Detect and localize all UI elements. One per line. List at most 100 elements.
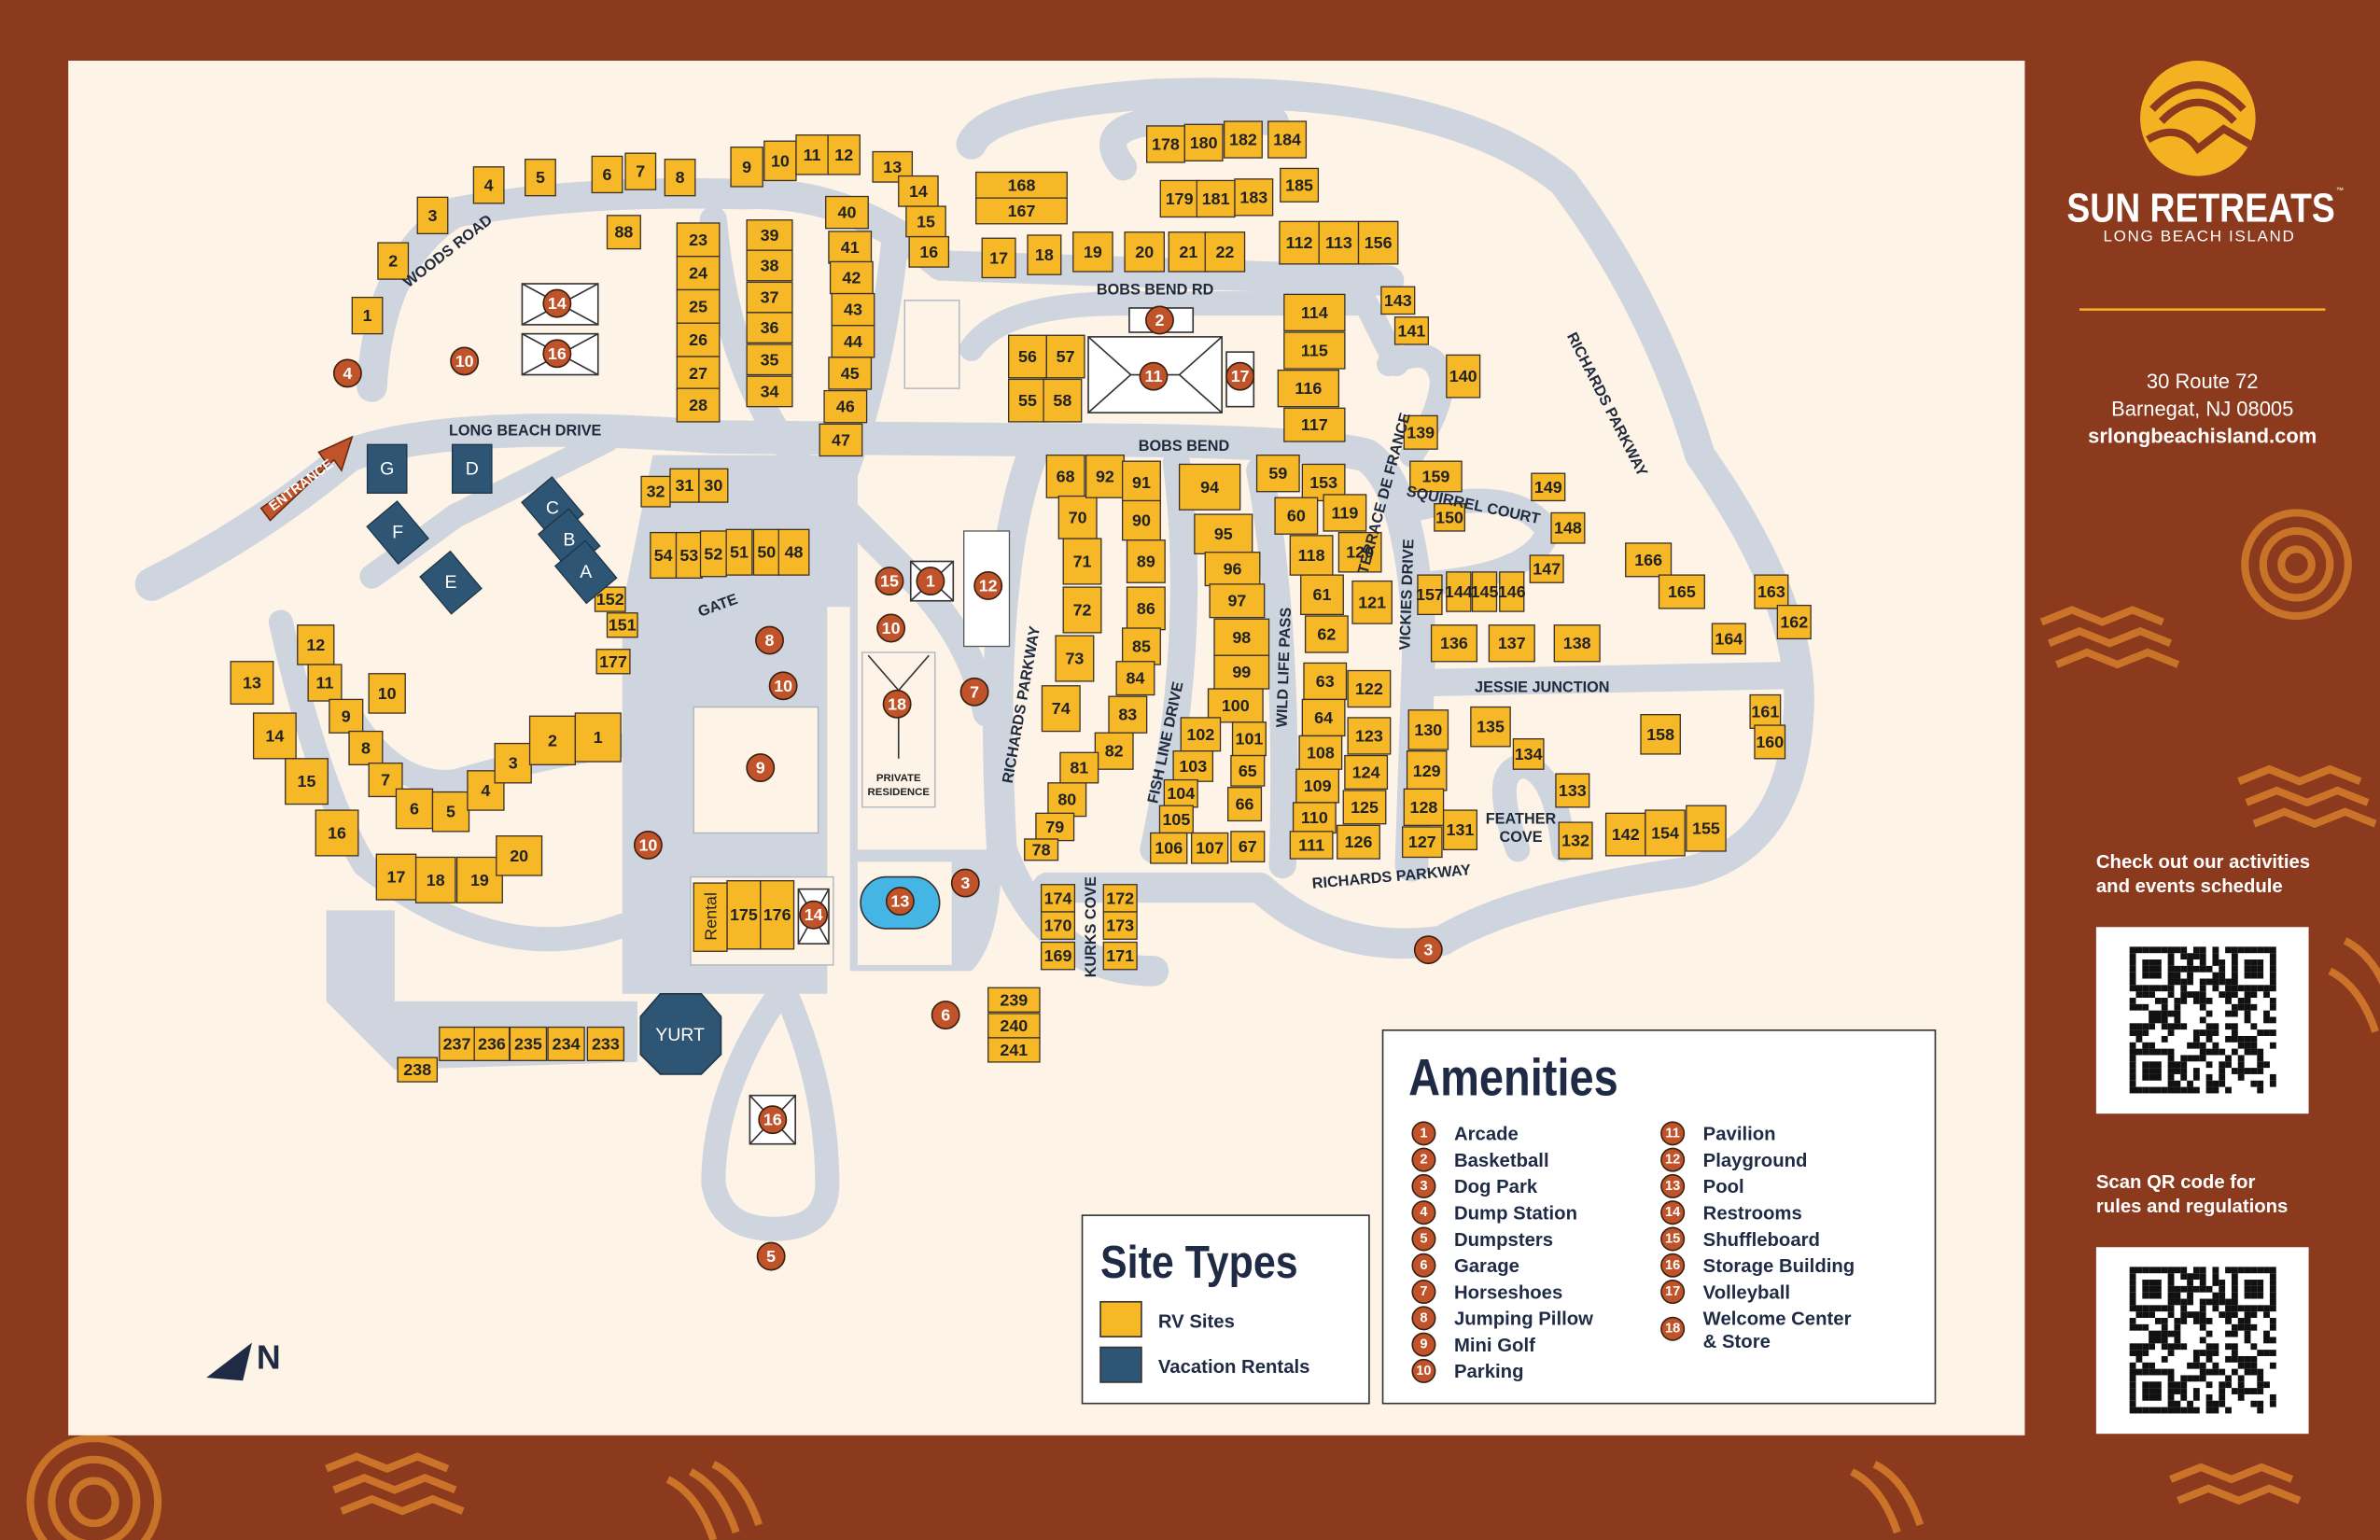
rv-site[interactable]: 20: [496, 835, 543, 876]
rv-site[interactable]: 138: [1553, 624, 1601, 663]
rv-site[interactable]: 158: [1640, 714, 1681, 755]
rv-site[interactable]: 63: [1303, 662, 1348, 701]
rv-site[interactable]: 125: [1342, 790, 1387, 825]
rv-site[interactable]: 12: [297, 624, 335, 665]
rv-site[interactable]: 86: [1126, 586, 1166, 631]
rv-site[interactable]: 156: [1357, 220, 1399, 265]
rv-site[interactable]: 135: [1470, 706, 1511, 748]
rv-site[interactable]: 141: [1393, 316, 1429, 345]
rv-site[interactable]: 55: [1008, 378, 1047, 423]
rv-site[interactable]: 111: [1289, 831, 1334, 860]
vacation-rental[interactable]: G: [366, 443, 408, 494]
rv-site[interactable]: 71: [1062, 538, 1102, 585]
rv-site[interactable]: 171: [1102, 941, 1138, 971]
rv-site[interactable]: 62: [1304, 615, 1349, 653]
rv-site[interactable]: 9: [329, 698, 364, 734]
rv-site[interactable]: 178: [1146, 125, 1185, 163]
rv-site[interactable]: 15: [285, 758, 329, 805]
rv-site[interactable]: 101: [1231, 721, 1267, 757]
rv-site[interactable]: 10: [763, 140, 797, 182]
rv-site[interactable]: 121: [1351, 580, 1393, 624]
amenity-marker[interactable]: 17: [1225, 361, 1255, 391]
vacation-rental[interactable]: E: [419, 550, 483, 615]
rv-site[interactable]: 17: [375, 853, 417, 901]
rv-site[interactable]: 168: [975, 171, 1068, 199]
rv-site[interactable]: 53: [675, 531, 703, 580]
rv-site[interactable]: 26: [676, 322, 721, 357]
rv-site[interactable]: 122: [1347, 669, 1392, 708]
rv-site[interactable]: 2: [377, 242, 410, 280]
rv-site[interactable]: 106: [1150, 832, 1188, 864]
rv-site[interactable]: 73: [1055, 635, 1095, 682]
rv-site[interactable]: 133: [1555, 773, 1590, 808]
rv-site[interactable]: 30: [698, 468, 729, 503]
rv-site[interactable]: 21: [1168, 231, 1210, 273]
rv-site[interactable]: 183: [1234, 178, 1274, 217]
vacation-rental[interactable]: F: [366, 500, 429, 566]
rv-site[interactable]: 40: [825, 195, 869, 230]
rv-site[interactable]: 3: [416, 196, 449, 234]
rv-site[interactable]: 83: [1108, 695, 1148, 734]
amenity-marker[interactable]: 14: [542, 288, 572, 318]
amenity-marker[interactable]: 7: [959, 677, 989, 707]
rv-site[interactable]: 96: [1204, 552, 1261, 587]
rv-site[interactable]: 37: [746, 281, 793, 314]
rv-site[interactable]: 35: [746, 343, 793, 376]
amenity-marker[interactable]: 5: [756, 1241, 786, 1271]
rv-site[interactable]: 124: [1344, 754, 1389, 790]
rv-site[interactable]: 148: [1550, 511, 1586, 544]
amenity-marker[interactable]: 4: [332, 358, 362, 388]
rv-site[interactable]: 1: [574, 712, 622, 763]
rv-site[interactable]: 100: [1207, 688, 1264, 723]
rv-site[interactable]: 120: [1337, 531, 1382, 573]
rv-site[interactable]: 97: [1209, 583, 1266, 619]
rv-site[interactable]: 163: [1754, 574, 1789, 609]
rv-site[interactable]: 6: [395, 788, 434, 830]
rv-site[interactable]: 234: [547, 1026, 585, 1061]
rv-site[interactable]: 176: [760, 880, 795, 950]
rv-site[interactable]: 129: [1406, 750, 1448, 791]
rv-site[interactable]: 127: [1402, 826, 1443, 859]
rv-site[interactable]: 61: [1300, 574, 1344, 616]
rv-site[interactable]: 107: [1190, 832, 1229, 864]
rv-site[interactable]: 27: [676, 356, 721, 391]
rv-site[interactable]: 81: [1059, 751, 1099, 784]
rv-site[interactable]: 5: [525, 159, 556, 197]
rv-site[interactable]: 104: [1163, 778, 1198, 808]
rv-site[interactable]: 134: [1512, 738, 1545, 770]
rv-site[interactable]: 99: [1213, 654, 1270, 690]
rv-site[interactable]: 51: [725, 528, 753, 576]
vacation-rental[interactable]: D: [451, 443, 493, 494]
rv-site[interactable]: 130: [1407, 709, 1449, 750]
rv-site[interactable]: 172: [1102, 884, 1138, 913]
rv-site[interactable]: 67: [1230, 831, 1266, 862]
rv-site[interactable]: 39: [746, 219, 793, 251]
rv-site[interactable]: 17: [981, 237, 1016, 279]
rv-site[interactable]: 92: [1085, 455, 1125, 498]
amenity-marker[interactable]: 14: [799, 900, 829, 930]
rv-site[interactable]: 11: [307, 664, 343, 702]
rv-site[interactable]: 79: [1035, 812, 1075, 842]
rv-site[interactable]: 8: [348, 730, 384, 765]
rv-site[interactable]: 123: [1347, 717, 1392, 755]
amenity-marker[interactable]: 18: [882, 689, 912, 719]
rv-site[interactable]: 13: [872, 150, 914, 183]
amenity-marker[interactable]: 15: [875, 567, 904, 596]
rv-site[interactable]: 84: [1115, 661, 1155, 696]
rv-site[interactable]: 160: [1754, 724, 1786, 760]
rv-site[interactable]: 166: [1625, 542, 1673, 578]
rv-site[interactable]: 110: [1292, 802, 1337, 834]
rv-site[interactable]: 165: [1658, 574, 1705, 609]
rv-site[interactable]: 54: [650, 531, 678, 580]
rv-site[interactable]: 31: [669, 468, 700, 503]
rv-site[interactable]: 103: [1172, 750, 1214, 782]
rv-site[interactable]: 240: [987, 1013, 1041, 1039]
rv-site[interactable]: 150: [1434, 503, 1466, 532]
rv-site[interactable]: 56: [1008, 334, 1047, 379]
rv-site[interactable]: 42: [829, 260, 874, 295]
rv-site[interactable]: 119: [1323, 494, 1367, 532]
rv-site[interactable]: 78: [1024, 838, 1059, 861]
rv-site[interactable]: 109: [1295, 768, 1340, 804]
rv-site[interactable]: 185: [1280, 167, 1320, 203]
rv-site[interactable]: 88: [606, 215, 641, 250]
